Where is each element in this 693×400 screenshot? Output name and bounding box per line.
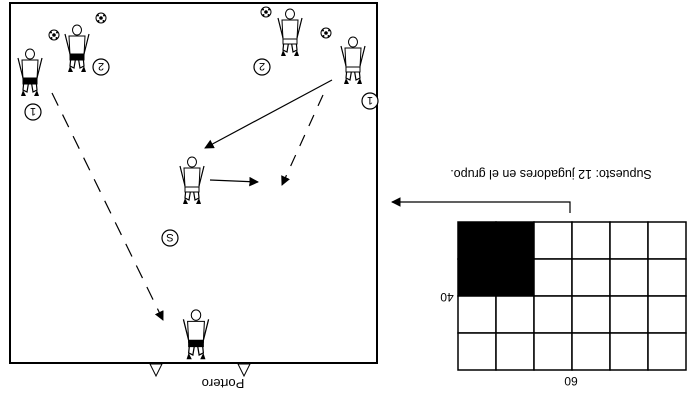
grid-cell xyxy=(609,295,649,334)
grid-cell xyxy=(571,295,611,334)
grid-cell xyxy=(609,332,649,371)
number-badge xyxy=(92,58,110,76)
grid-height-label: 40 xyxy=(440,290,454,304)
grid-cell xyxy=(495,332,535,371)
grid-cell xyxy=(457,332,497,371)
number-attacker-2: 2 xyxy=(98,60,104,72)
number-defender-2: 2 xyxy=(259,60,265,72)
diagram-caption: Supuesto: 12 jugadores en el grupo. xyxy=(450,167,652,181)
grid-cell xyxy=(571,258,611,297)
goalkeeper-label: Portero xyxy=(202,376,245,391)
grid-cell xyxy=(571,221,611,260)
grid-cell xyxy=(533,221,573,260)
grid-cell xyxy=(495,295,535,334)
run-arrow xyxy=(281,94,324,186)
cone-icon xyxy=(237,363,251,378)
grid-cell xyxy=(609,258,649,297)
grid-cell xyxy=(647,221,687,260)
grid-cell xyxy=(533,295,573,334)
number-badge xyxy=(24,103,42,121)
number-badge xyxy=(253,58,271,76)
soccer-ball-icon xyxy=(260,6,272,18)
soccer-ball-icon xyxy=(95,12,107,24)
grid-cell xyxy=(647,295,687,334)
number-badge xyxy=(361,92,379,110)
grid-cell xyxy=(647,332,687,371)
link-arrow xyxy=(391,197,571,213)
soccer-ball-icon xyxy=(48,29,60,41)
grid-width-label: 60 xyxy=(564,374,578,388)
field-size-grid xyxy=(457,221,687,371)
number-badge xyxy=(161,229,179,247)
grid-cell xyxy=(647,258,687,297)
soccer-ball-icon xyxy=(320,27,332,39)
grid-cell xyxy=(609,221,649,260)
grid-cell xyxy=(457,295,497,334)
number-defender-1: 1 xyxy=(367,94,373,106)
pass-arrow xyxy=(204,79,333,149)
grid-cell xyxy=(571,332,611,371)
shot-arrow xyxy=(51,92,164,321)
grid-cell xyxy=(533,332,573,371)
number-attacker-1: 1 xyxy=(30,105,36,117)
grid-highlight-block xyxy=(458,222,534,296)
cone-icon xyxy=(149,363,163,378)
number-setter: S xyxy=(166,231,173,243)
grid-cell xyxy=(533,258,573,297)
setter-arrow xyxy=(209,176,259,187)
